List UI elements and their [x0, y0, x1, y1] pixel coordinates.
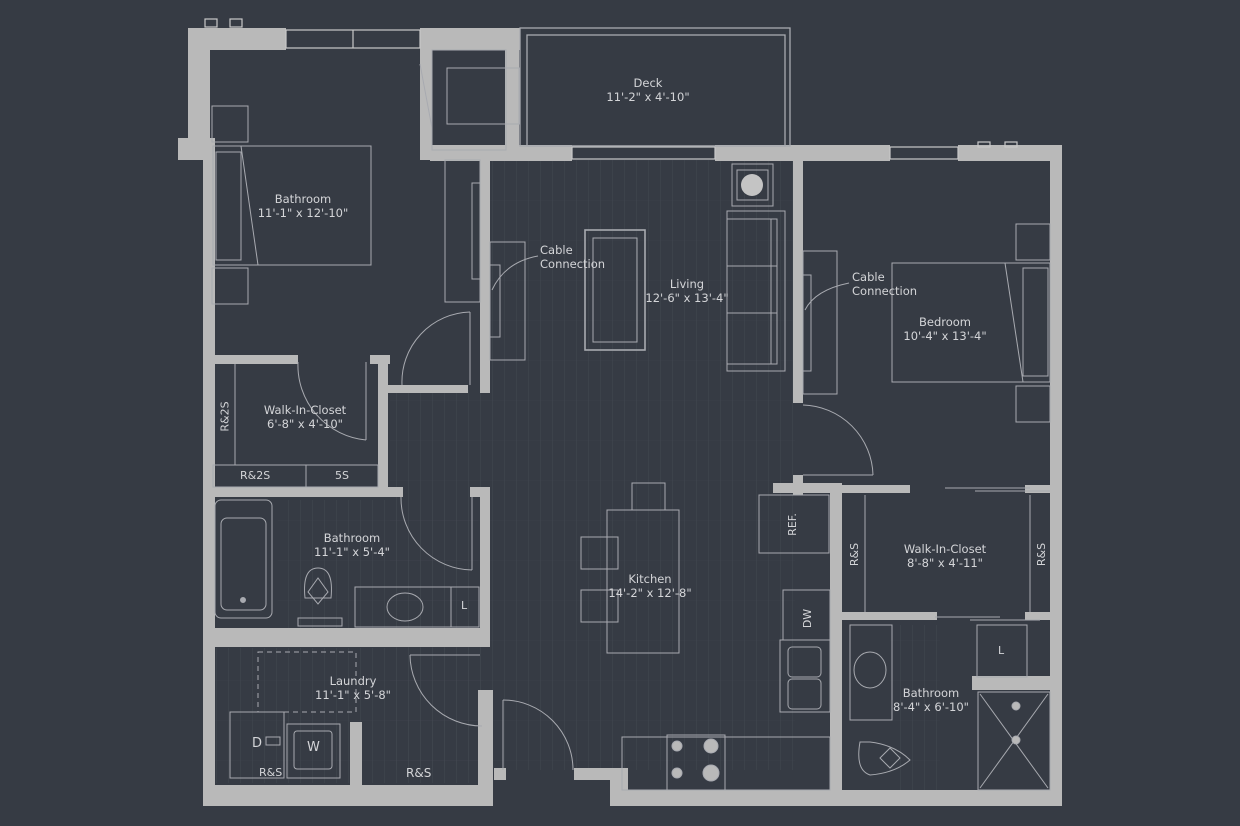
- label-rs-closet-right: R&S: [1035, 542, 1049, 567]
- room-dims: 11'-1" x 5'-4": [314, 545, 390, 559]
- room-label-living: Living 12'-6" x 13'-4": [632, 277, 742, 305]
- room-name: Bathroom: [902, 686, 960, 700]
- cable-connection-right: Cable Connection: [852, 270, 918, 298]
- room-dims: 14'-2" x 12'-8": [608, 586, 692, 600]
- room-label-bathroom-1: Bathroom 11'-1" x 5'-4": [297, 531, 407, 559]
- room-dims: 12'-6" x 13'-4": [645, 291, 729, 305]
- room-label-primary-bedroom: Bathroom 11'-1" x 12'-10": [248, 192, 358, 220]
- label-rs-laundry-2: R&S: [406, 766, 432, 780]
- room-dims: 8'-8" x 4'-11": [907, 556, 983, 570]
- label-r2s-vertical: R&2S: [218, 401, 232, 432]
- room-dims: 8'-4" x 6'-10": [893, 700, 969, 714]
- room-dims: 10'-4" x 13'-4": [903, 329, 987, 343]
- room-label-laundry: Laundry 11'-1" x 5'-8": [298, 674, 408, 702]
- label-washer: W: [307, 740, 320, 755]
- room-label-walkin-closet-1: Walk-In-Closet 6'-8" x 4'-10": [250, 403, 360, 431]
- label-r2s-horizontal: R&2S: [240, 469, 271, 482]
- label-linen-1: L: [461, 599, 468, 612]
- room-name: Kitchen: [628, 572, 672, 586]
- room-name: Deck: [633, 76, 663, 90]
- label-dryer: D: [252, 736, 263, 751]
- room-name: Living: [669, 277, 705, 291]
- cable-connection-left: Cable Connection: [540, 243, 606, 271]
- room-label-walkin-closet-2: Walk-In-Closet 8'-8" x 4'-11": [890, 542, 1000, 570]
- room-label-bathroom-2: Bathroom 8'-4" x 6'-10": [876, 686, 986, 714]
- windows: [204, 18, 1018, 160]
- label-dishwasher: DW: [801, 608, 815, 629]
- label-rs-closet-left: R&S: [848, 542, 862, 567]
- deck-outline: [519, 27, 791, 147]
- room-label-bedroom: Bedroom 10'-4" x 13'-4": [890, 315, 1000, 343]
- label-ss: 5S: [335, 469, 349, 482]
- room-name: Bathroom: [274, 192, 332, 206]
- room-label-deck: Deck 11'-2" x 4'-10": [598, 76, 698, 104]
- room-name: Laundry: [329, 674, 377, 688]
- room-dims: 11'-1" x 5'-8": [315, 688, 391, 702]
- walls: [178, 28, 1062, 806]
- room-dims: 6'-8" x 4'-10": [267, 417, 343, 431]
- lamp-icon: [741, 174, 763, 196]
- label-rs-laundry-1: R&S: [259, 766, 283, 779]
- room-dims: 11'-1" x 12'-10": [257, 206, 349, 220]
- room-dims: 11'-2" x 4'-10": [606, 90, 690, 104]
- room-name: Walk-In-Closet: [903, 542, 987, 556]
- label-refrigerator: REF.: [785, 513, 799, 536]
- room-name: Bathroom: [323, 531, 381, 545]
- floor-hatching: [215, 160, 940, 790]
- room-label-kitchen: Kitchen 14'-2" x 12'-8": [595, 572, 705, 600]
- fixtures: [211, 49, 1051, 791]
- room-name: Walk-In-Closet: [263, 403, 347, 417]
- label-linen-2: L: [998, 644, 1005, 657]
- room-name: Bedroom: [918, 315, 971, 329]
- door-swings: [297, 255, 1050, 771]
